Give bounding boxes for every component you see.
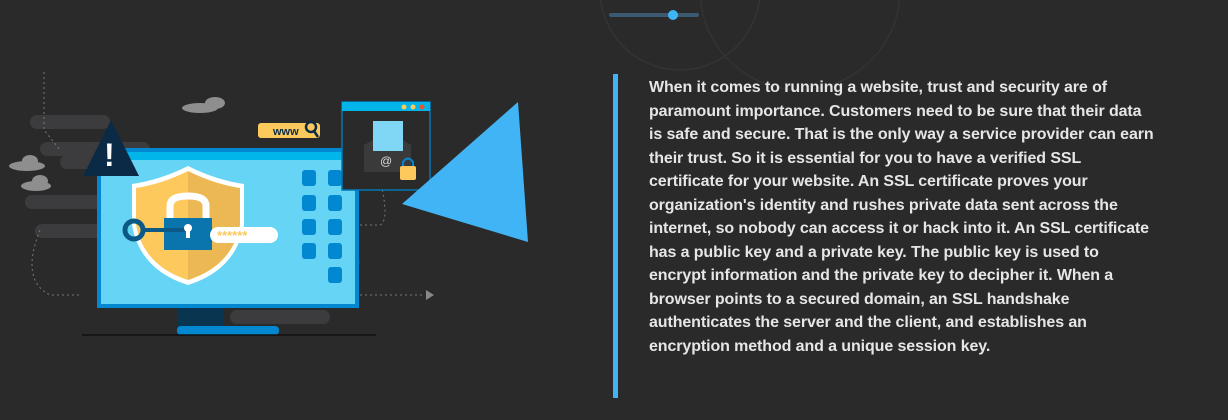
paragraph-line: paramount importance. Customers need to … (649, 102, 1142, 120)
ssl-security-illustration: ****** ! www @ (9, 72, 528, 336)
email-window-icon: @ (341, 101, 431, 191)
password-mask: ****** (217, 228, 248, 243)
arrow-icon (426, 290, 434, 300)
warning-icon: ! (83, 120, 139, 176)
paragraph-line: authenticates the server and the client,… (649, 314, 1087, 331)
paragraph-line: their trust. So it is essential for you … (649, 149, 1082, 167)
paragraph-line: certificate for your website. An SSL cer… (649, 173, 1088, 190)
slider-knob[interactable] (667, 10, 678, 20)
svg-text:@: @ (380, 154, 392, 168)
blockquote-accent-bar (613, 74, 618, 398)
paragraph-line: encryption method and a unique session k… (649, 337, 991, 355)
svg-text:!: ! (104, 137, 115, 173)
shield-lock-icon: ****** (122, 166, 278, 285)
paragraph-line: When it comes to running a website, trus… (649, 79, 1107, 96)
paragraph-line: is safe and secure. That is the only way… (649, 126, 1154, 143)
paragraph-line: internet, so nobody can access it or hac… (649, 220, 1149, 237)
ssl-description-paragraph: When it comes to running a website, trus… (649, 76, 1219, 358)
carousel-slider[interactable] (609, 10, 699, 20)
url-search-icon: www (258, 120, 320, 138)
paragraph-line: organization's identity and rushes priva… (649, 196, 1118, 214)
svg-text:www: www (272, 126, 299, 138)
play-triangle-icon (402, 102, 528, 242)
paragraph-line: encrypt information and the private key … (649, 267, 1114, 284)
cloud-icon (9, 97, 225, 191)
paragraph-line: has a public key and a private key. The … (649, 243, 1099, 261)
paragraph-line: browser points to a secured domain, an S… (649, 290, 1070, 308)
